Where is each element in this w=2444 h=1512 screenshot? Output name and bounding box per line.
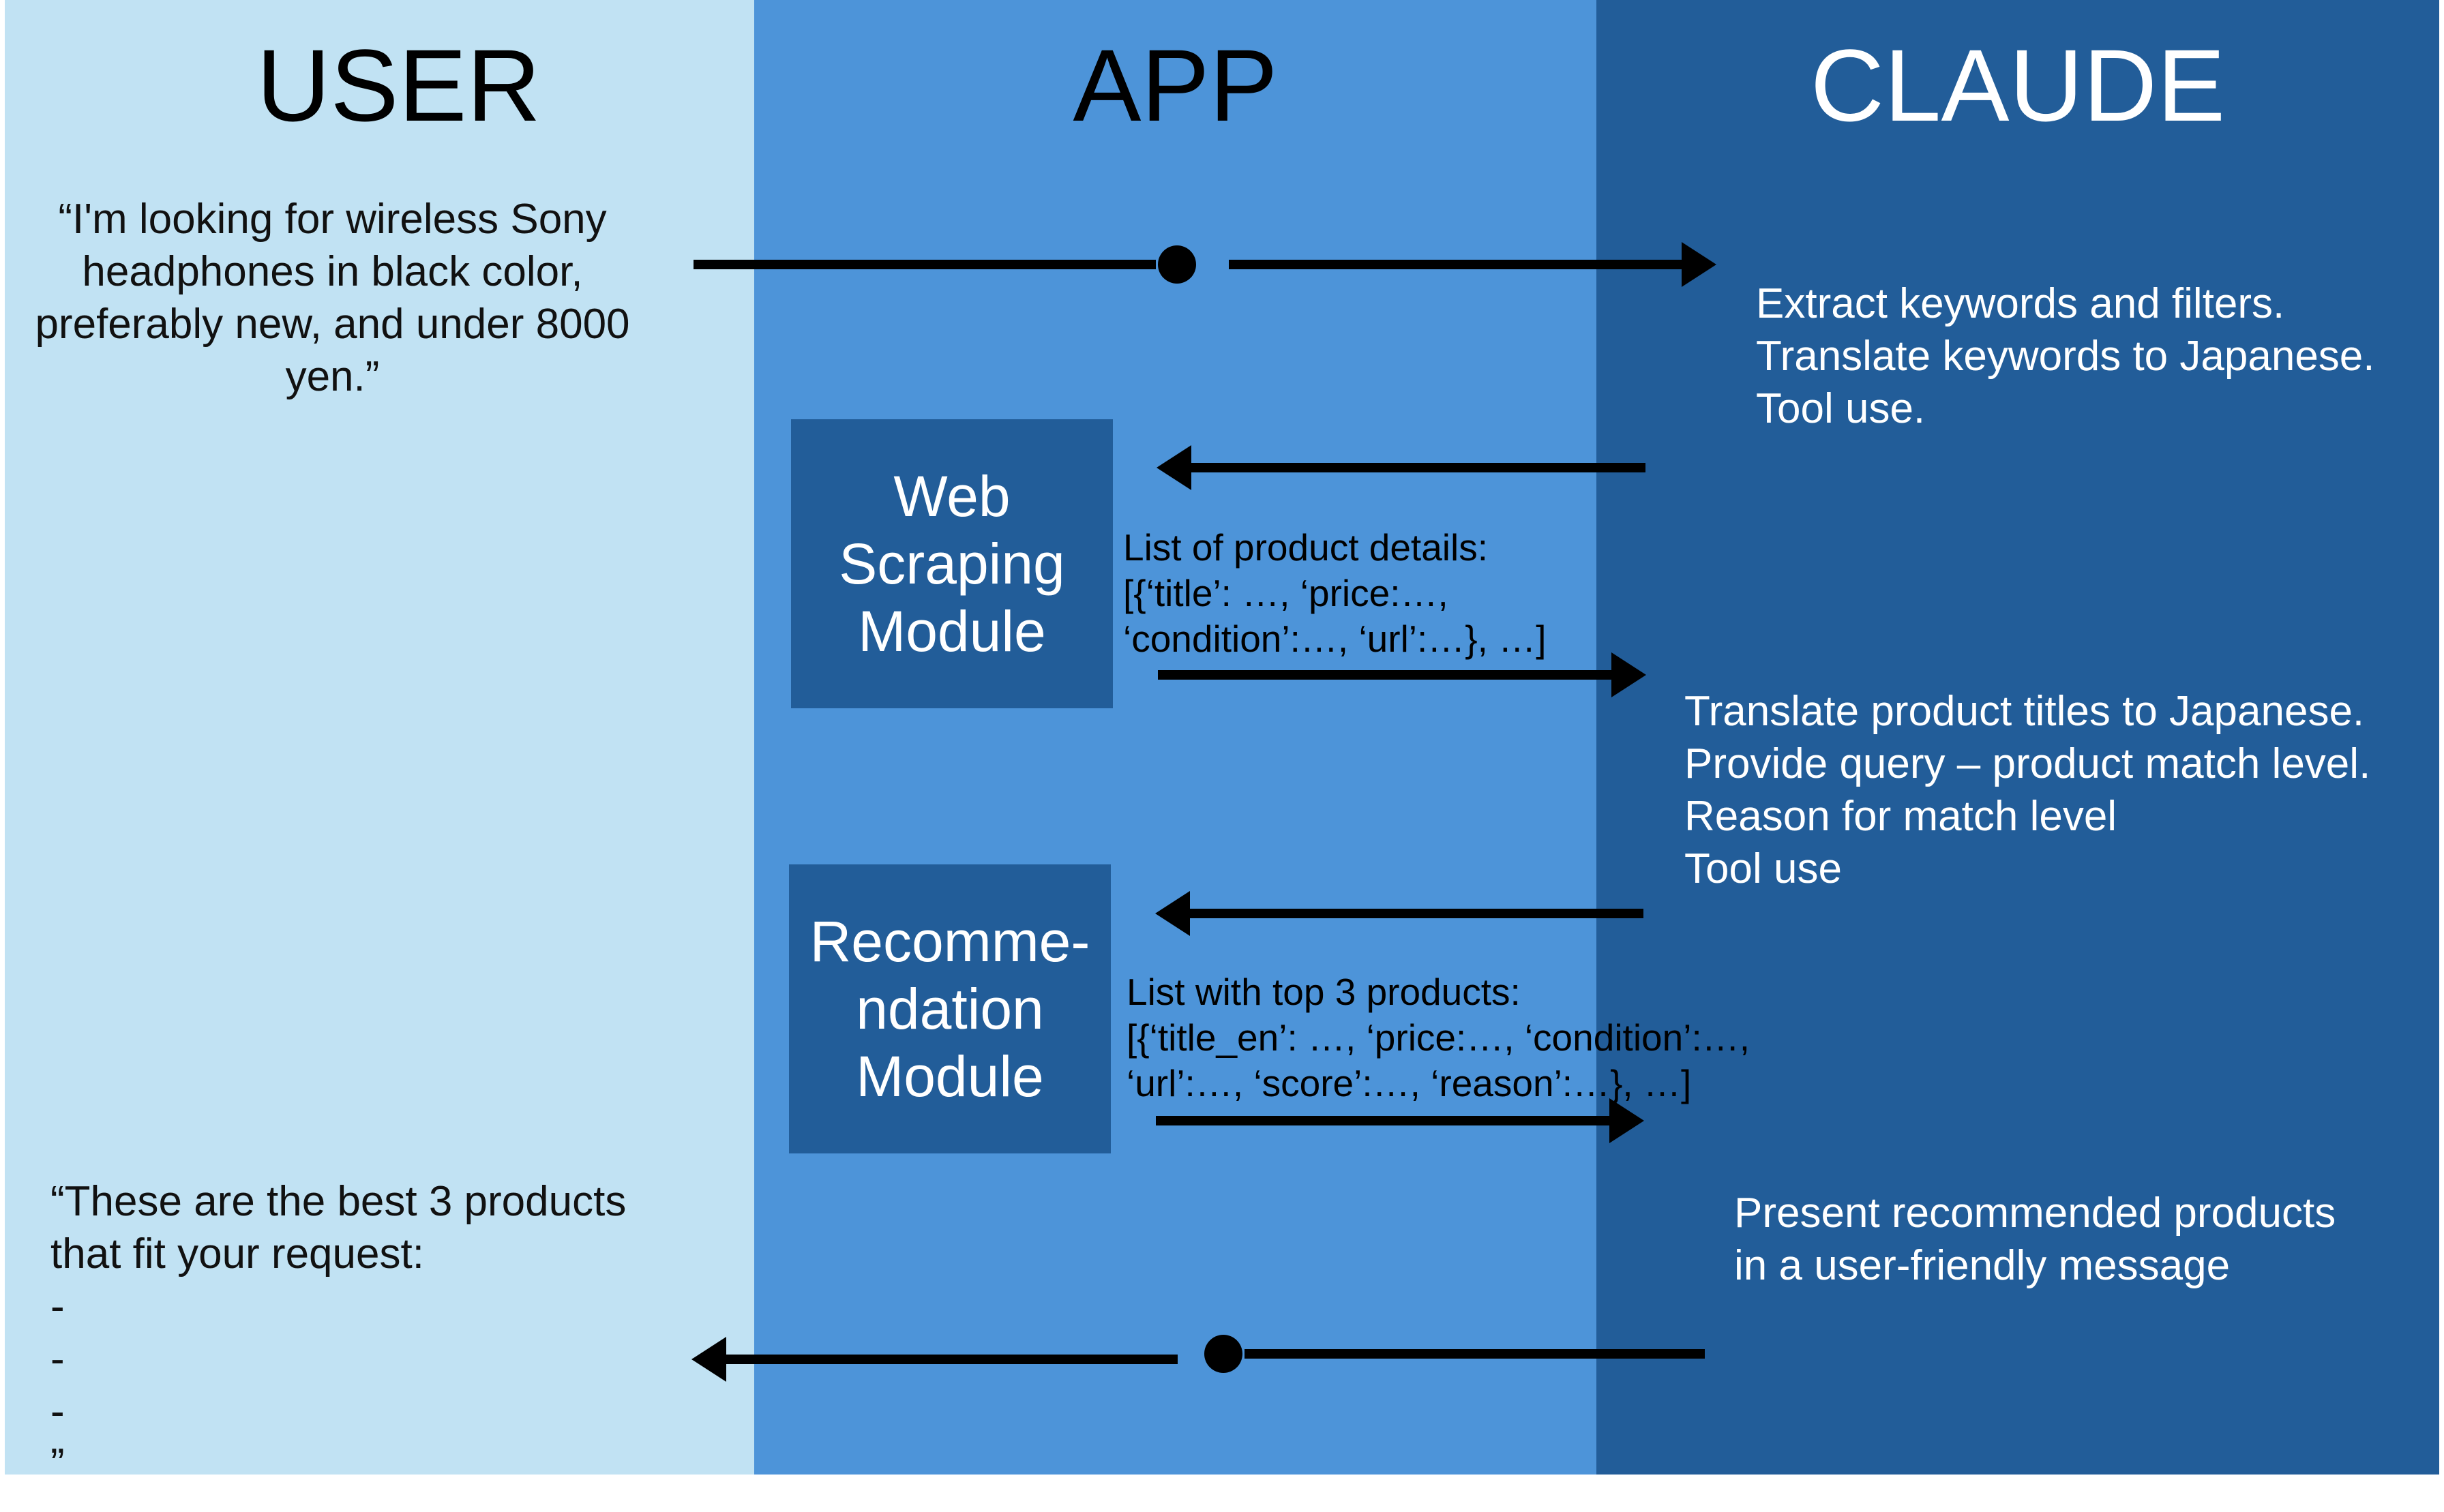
arrowhead-left (691, 1337, 726, 1382)
recommendation-module: Recomme- ndation Module (789, 864, 1111, 1153)
arrow-user-to-claude (694, 242, 1716, 287)
product-details-list: List of product details: [{‘title’: …, ‘… (1123, 526, 1547, 660)
arrow-web-module-to-claude (1158, 652, 1646, 697)
claude-heading: CLAUDE (1810, 28, 2226, 142)
arrowhead-right (1682, 242, 1716, 287)
web-scraping-module: Web Scraping Module (791, 419, 1113, 708)
arrow-claude-to-user (691, 1335, 1705, 1382)
user-heading: USER (256, 28, 541, 142)
junction-dot (1204, 1335, 1242, 1373)
arrow-claude-to-recommendation (1155, 891, 1643, 936)
user-column (5, 0, 754, 1475)
user-request-text: “I'm looking for wireless Sony headphone… (35, 196, 630, 400)
app-heading: APP (1073, 28, 1278, 142)
arrow-recommendation-to-claude (1156, 1098, 1644, 1143)
claude-step-translate-titles: Translate product titles to Japanese. Pr… (1684, 688, 2371, 892)
arrowhead-right (1609, 1098, 1644, 1143)
claude-step-extract-keywords: Extract keywords and filters. Translate … (1756, 280, 2375, 432)
top-products-list: List with top 3 products: [{‘title_en’: … (1127, 971, 1750, 1104)
user-response-text: “These are the best 3 products that fit … (50, 1178, 627, 1487)
claude-step-present-products: Present recommended products in a user-f… (1734, 1190, 2336, 1289)
junction-dot (1158, 245, 1196, 284)
arrowhead-right (1611, 652, 1646, 697)
arrow-claude-to-web-module (1157, 445, 1645, 490)
arrowhead-left (1155, 891, 1190, 936)
arrowhead-left (1157, 445, 1191, 490)
claude-column (1596, 0, 2439, 1475)
